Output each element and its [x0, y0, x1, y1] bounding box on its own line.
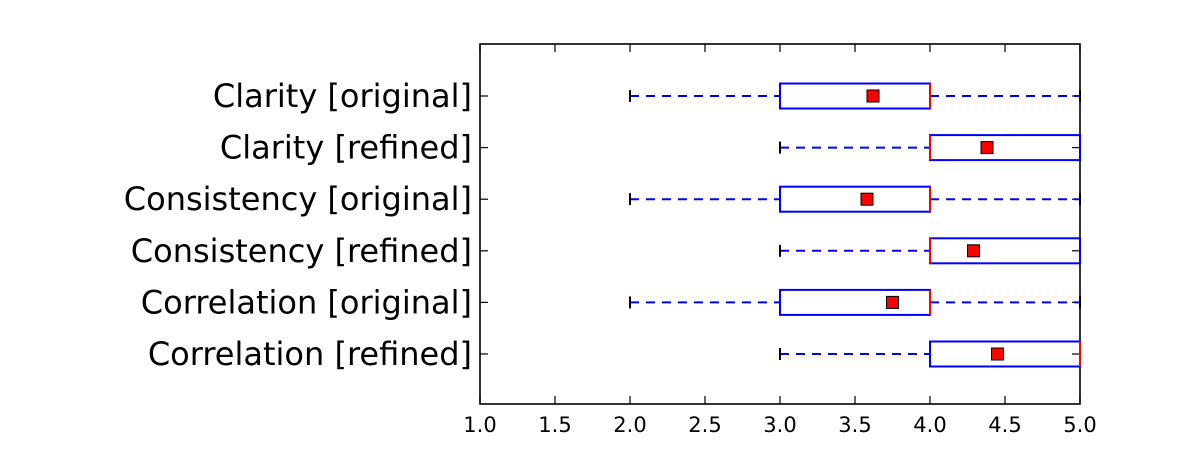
category-label: Correlation [refined] — [148, 335, 472, 373]
category-label: Consistency [refined] — [131, 232, 472, 270]
mean-marker — [886, 295, 899, 309]
category-label: Clarity [original] — [213, 77, 472, 115]
x-tick-label: 2.5 — [688, 413, 721, 437]
category-label: Clarity [refined] — [220, 129, 472, 167]
x-tick-label: 3.5 — [838, 413, 871, 437]
iqr-box — [929, 134, 1081, 162]
x-tick-label: 4.5 — [988, 413, 1021, 437]
mean-marker — [967, 244, 980, 258]
x-tick-label: 3.0 — [763, 413, 796, 437]
mean-marker — [991, 347, 1004, 361]
iqr-box — [929, 237, 1081, 265]
category-label: Correlation [original] — [141, 283, 472, 321]
x-tick-label: 4.0 — [913, 413, 946, 437]
x-tick-label: 5.0 — [1063, 413, 1096, 437]
iqr-box — [929, 340, 1081, 368]
x-tick-label: 1.5 — [538, 413, 571, 437]
category-label: Consistency [original] — [124, 180, 472, 218]
plot-area: 1.0 1.5 2.0 2.5 3.0 3.5 4.0 4.5 5.0 Clarity [orig… — [124, 43, 1097, 437]
x-tick-label: 1.0 — [463, 413, 496, 437]
iqr-box — [779, 288, 931, 316]
iqr-box — [779, 82, 931, 110]
mean-marker — [980, 141, 994, 155]
iqr-box — [779, 185, 931, 213]
x-tick-label: 2.0 — [613, 413, 646, 437]
mean-marker — [860, 192, 874, 206]
mean-marker — [866, 89, 880, 103]
